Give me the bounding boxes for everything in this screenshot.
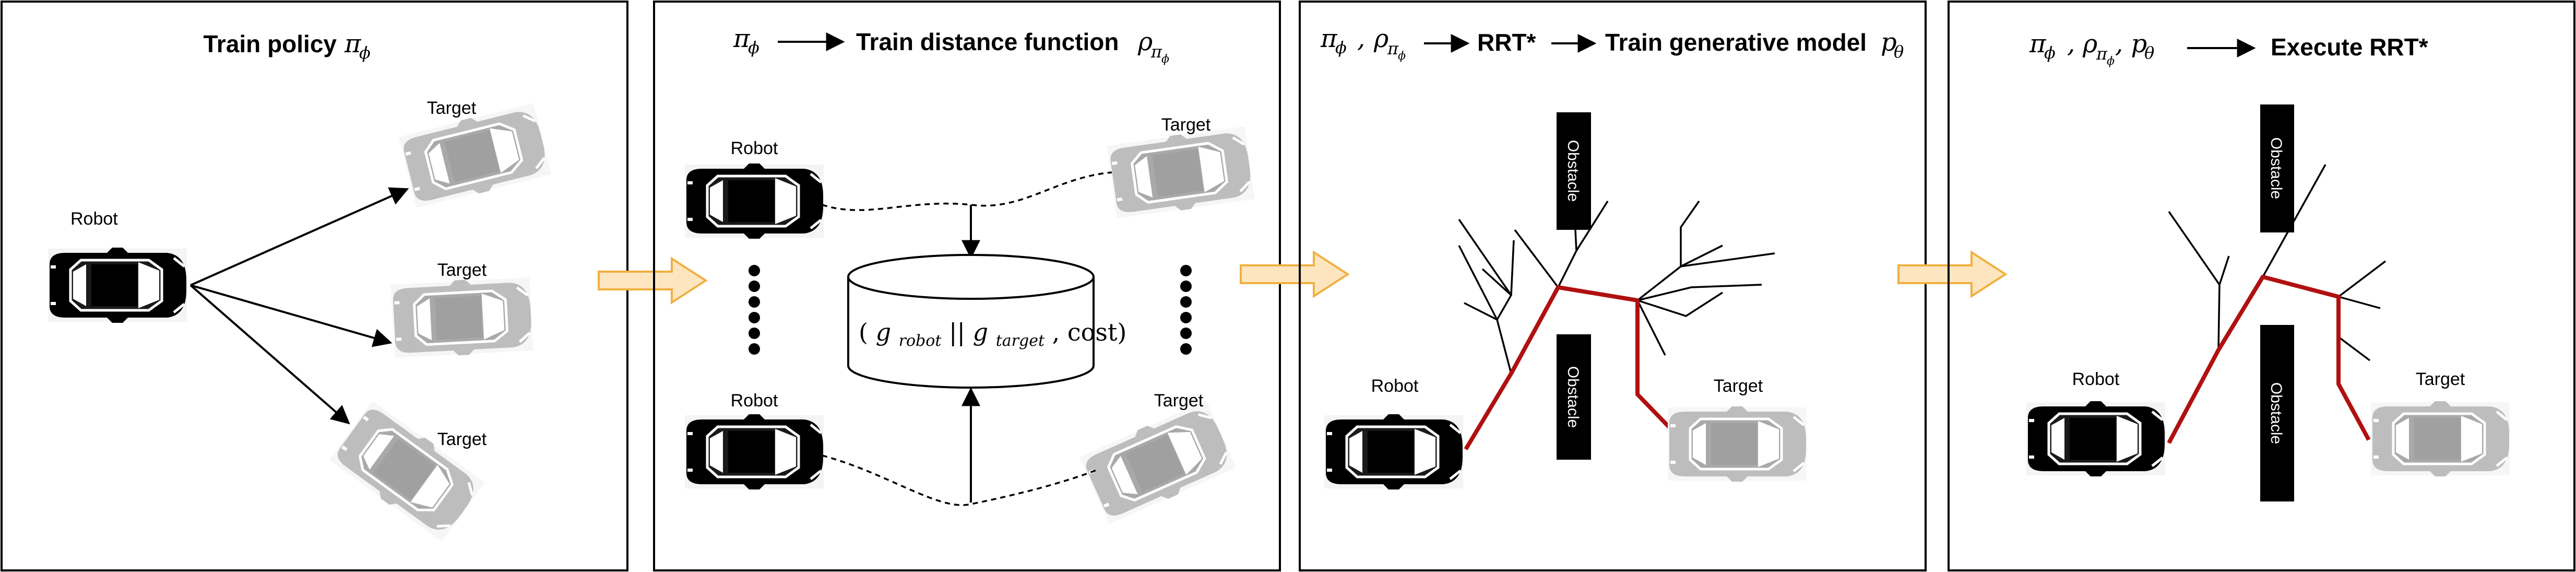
database-label: ( g robot || g target , cost) xyxy=(859,318,1126,352)
panel-4-title: Execute RRT* xyxy=(2271,33,2428,61)
obstacle-top: Obstacle xyxy=(1557,112,1591,230)
target-car-icon xyxy=(1668,406,1807,482)
robot-car-icon xyxy=(2026,401,2165,476)
dashed-link-top xyxy=(822,171,1112,211)
panel-4-border xyxy=(1948,1,2575,571)
panel-3-title: Train generative model xyxy=(1605,29,1867,56)
panel-2-title-pi-sub: ϕ xyxy=(748,38,759,57)
policy-arrow-2 xyxy=(190,284,393,347)
obstacle-top: Obstacle xyxy=(2260,104,2294,232)
rrt-path xyxy=(1464,285,1672,451)
panel-4-title-pi-sub: ϕ xyxy=(2044,43,2056,63)
robot-car-icon xyxy=(48,248,187,323)
panel-4-title-rho: ρ xyxy=(2082,29,2097,59)
policy-arrow-3 xyxy=(189,284,350,425)
flow-arrow-2 xyxy=(1240,251,1349,297)
panel-2-title: Train distance function xyxy=(856,28,1119,55)
flow-arrow-1 xyxy=(598,258,707,303)
panel-4-title-comma: , xyxy=(2067,29,2075,59)
dashed-link-bottom xyxy=(822,454,1097,506)
target-label-bottom: Target xyxy=(1154,391,1204,411)
panel-4-title-p-sub: θ xyxy=(2144,43,2154,63)
panel-2-title-rho-sub: π xyxy=(1150,42,1162,62)
panel-3-title-rho: ρ xyxy=(1373,24,1388,53)
panel-3-title-p-sub: θ xyxy=(1894,42,1904,62)
panel-2-border xyxy=(653,1,1281,571)
target-label-1: Target xyxy=(427,98,477,118)
target-label: Target xyxy=(2416,369,2465,389)
panel-2-title-rho: ρ xyxy=(1137,27,1153,56)
target-car-icon-top xyxy=(1107,125,1254,219)
policy-arrow-1 xyxy=(190,187,409,286)
target-dots-column xyxy=(1180,265,1192,355)
database-cylinder: ( g robot || g target , cost) xyxy=(847,254,1126,389)
panel-3-title-rho-subsub: ϕ xyxy=(1398,50,1406,63)
panel-3-title-rrt: RRT* xyxy=(1477,29,1536,56)
robot-car-icon-top xyxy=(685,164,824,239)
panel-train-distance: π ϕ Train distance function ρ π ϕ Robot … xyxy=(653,1,1281,571)
robot-dots-column xyxy=(749,265,760,355)
panel-3-border xyxy=(1299,1,1927,571)
panel-3-title-comma: , xyxy=(1357,24,1365,53)
flow-arrow-3 xyxy=(1897,251,2007,297)
target-label: Target xyxy=(1714,376,1763,396)
panel-2-title-rho-subsub: ϕ xyxy=(1161,53,1169,66)
panel-train-generative: π ϕ , ρ π ϕ RRT* Train generative model … xyxy=(1299,1,1927,571)
robot-label: Robot xyxy=(2072,369,2120,389)
panel-1-title-pi: π xyxy=(344,29,362,59)
svg-text:Obstacle: Obstacle xyxy=(2268,382,2285,444)
target-car-icon-1 xyxy=(399,102,552,209)
obstacle-bottom: Obstacle xyxy=(2260,325,2294,501)
robot-car-icon-bottom xyxy=(685,414,824,489)
panel-3-title-p: p xyxy=(1881,28,1897,57)
panel-4-title-rho-sub: π xyxy=(2096,44,2108,64)
target-car-icon xyxy=(2371,401,2510,476)
panel-4-title-pi: π xyxy=(2029,29,2047,59)
panel-3-title-pi-sub: ϕ xyxy=(1335,38,1347,57)
svg-text:Obstacle: Obstacle xyxy=(2268,137,2285,199)
svg-text:Obstacle: Obstacle xyxy=(1564,366,1582,428)
target-car-icon-2 xyxy=(390,276,533,359)
panel-4-title-rho-subsub: ϕ xyxy=(2107,55,2115,68)
panel-2-title-pi: π xyxy=(733,24,751,53)
target-car-icon-3 xyxy=(329,400,485,543)
robot-car-icon xyxy=(1324,414,1463,489)
rrt-tree xyxy=(1458,200,1775,374)
robot-label-top: Robot xyxy=(731,138,778,158)
target-label-3: Target xyxy=(437,429,487,449)
obstacle-bottom: Obstacle xyxy=(1557,334,1591,460)
target-car-icon-bottom xyxy=(1079,400,1237,525)
robot-label-bottom: Robot xyxy=(731,391,778,411)
robot-label: Robot xyxy=(70,209,118,229)
panel-3-title-pi: π xyxy=(1320,24,1338,53)
target-label-top: Target xyxy=(1161,115,1211,135)
svg-text:Obstacle: Obstacle xyxy=(1564,140,1582,202)
panel-1-title: Train policy xyxy=(203,30,337,57)
panel-4-title-p: , p xyxy=(2115,29,2147,59)
panel-train-policy: Train policy π ϕ Robot Target Target Tar… xyxy=(1,1,628,571)
panel-execute-rrt: π ϕ , ρ π ϕ , p θ Execute RRT* Obstacle … xyxy=(1948,1,2575,571)
panel-1-title-pi-sub: ϕ xyxy=(359,43,371,63)
robot-label: Robot xyxy=(1371,376,1419,396)
rrt-path xyxy=(2167,275,2371,444)
panel-3-title-rho-sub: π xyxy=(1387,39,1399,59)
target-label-2: Target xyxy=(437,260,487,280)
